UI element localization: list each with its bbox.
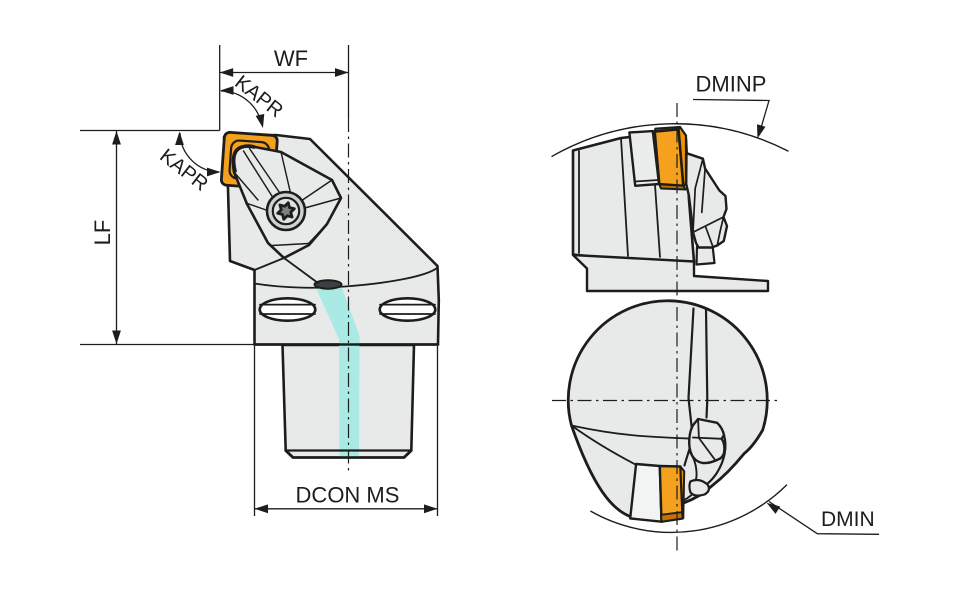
svg-text:DMIN: DMIN <box>821 508 875 531</box>
svg-text:DCON MS: DCON MS <box>296 483 400 508</box>
svg-text:WF: WF <box>274 46 308 71</box>
svg-text:DMINP: DMINP <box>696 72 767 97</box>
svg-text:LF: LF <box>90 220 115 246</box>
